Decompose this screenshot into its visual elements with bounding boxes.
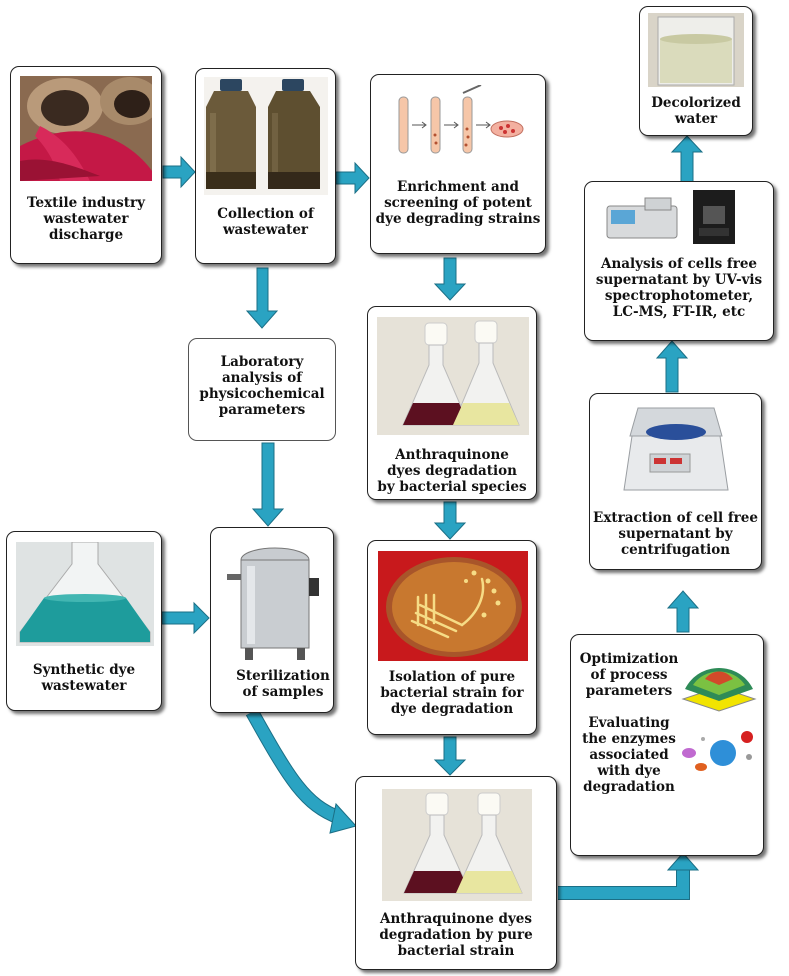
node-analysis-label: Analysis of cells free supernatant by UV… xyxy=(595,256,763,320)
arrow-analysis-to-decolorized xyxy=(670,135,704,183)
arrow-enrichment-to-anthraquinone xyxy=(433,257,467,301)
node-evaluating-label: Evaluating the enzymes associated with d… xyxy=(582,715,676,795)
node-extraction-label: Extraction of cell free supernatant by c… xyxy=(593,510,758,558)
arrow-synthetic-to-sterilization xyxy=(161,601,210,635)
teal-dye-flask-photo xyxy=(16,542,154,646)
arrow-optimization-to-extraction xyxy=(666,590,700,633)
arrow-isolation-to-pure xyxy=(433,736,467,776)
node-textile-label: Textile industry wastewater discharge xyxy=(27,195,145,243)
arrow-collection-to-laboratory xyxy=(245,267,279,329)
lcms-instrument-photo xyxy=(693,190,735,244)
node-decolorized-water: Decolorized water xyxy=(639,6,753,136)
petri-dish-photo xyxy=(378,551,528,661)
node-enrichment: Enrichment and screening of potent dye d… xyxy=(370,74,546,254)
enzyme-molecule-icon xyxy=(682,731,753,771)
node-optimization: Optimization of process parameters Evalu… xyxy=(570,634,764,856)
node-textile-discharge: Textile industry wastewater discharge xyxy=(10,66,162,264)
node-synthetic-label: Synthetic dye wastewater xyxy=(32,662,136,694)
arrow-extraction-to-analysis xyxy=(655,340,689,393)
node-anthraquinone-bacterial-label: Anthraquinone dyes degradation by bacter… xyxy=(377,447,527,495)
centrifuge-photo xyxy=(623,407,729,491)
node-extraction: Extraction of cell free supernatant by c… xyxy=(589,393,762,570)
node-sterilization: Sterilization of samples xyxy=(210,527,334,713)
node-laboratory-label: Laboratory analysis of physicochemical p… xyxy=(199,354,325,418)
arrow-pure-to-optimization xyxy=(666,852,700,871)
node-enrichment-label: Enrichment and screening of potent dye d… xyxy=(375,179,541,227)
arrow-textile-to-collection xyxy=(162,155,196,189)
node-collection-label: Collection of wastewater xyxy=(217,206,314,238)
node-anthraquinone-pure: Anthraquinone dyes degradation by pure b… xyxy=(355,776,557,970)
spectrophotometer-photo xyxy=(606,197,678,239)
node-laboratory: Laboratory analysis of physicochemical p… xyxy=(188,338,336,441)
node-collection: Collection of wastewater xyxy=(195,68,336,264)
node-isolation: Isolation of pure bacterial strain for d… xyxy=(367,540,537,735)
node-isolation-label: Isolation of pure bacterial strain for d… xyxy=(380,669,524,717)
wastewater-bottles-photo xyxy=(204,77,328,195)
node-synthetic-dye: Synthetic dye wastewater xyxy=(6,531,162,711)
arrow-laboratory-to-sterilization xyxy=(251,442,285,527)
flasks-photo-pure xyxy=(382,789,532,901)
test-tubes-illustration xyxy=(398,85,524,154)
arrow-anthraquinone-to-isolation xyxy=(433,501,467,540)
node-decolorized-label: Decolorized water xyxy=(651,95,741,127)
arrow-collection-to-enrichment xyxy=(335,161,370,195)
node-analysis: Analysis of cells free supernatant by UV… xyxy=(584,181,774,341)
textile-discharge-photo xyxy=(20,76,152,181)
node-anthraquinone-bacterial: Anthraquinone dyes degradation by bacter… xyxy=(367,306,537,500)
flasks-photo-bacterial xyxy=(377,317,529,435)
response-surface-plot xyxy=(681,668,757,712)
node-sterilization-label: Sterilization of samples xyxy=(236,668,330,700)
node-anthraquinone-pure-label: Anthraquinone dyes degradation by pure b… xyxy=(379,911,533,959)
beaker-photo xyxy=(648,13,744,87)
node-optimization-label: Optimization of process parameters xyxy=(579,651,679,699)
autoclave-photo xyxy=(227,547,319,660)
